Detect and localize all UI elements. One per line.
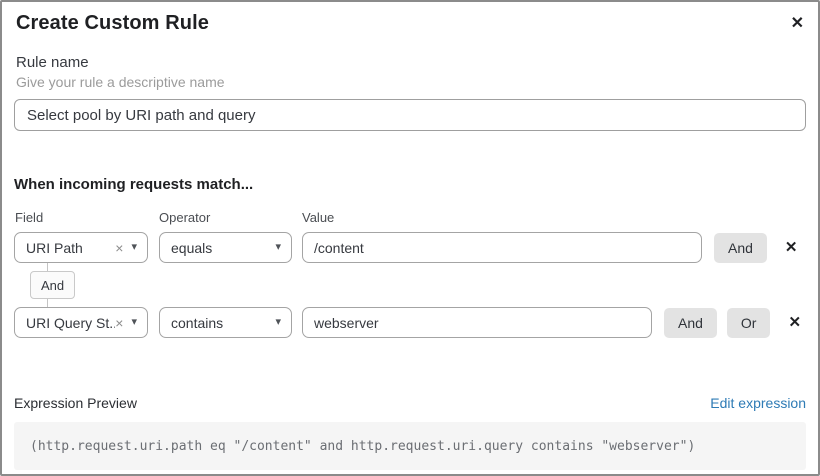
preview-header: Expression Preview Edit expression [14,395,806,411]
operator-select-row1[interactable]: equals ▾ [159,232,292,263]
chevron-down-icon: ▾ [131,316,137,328]
operator-select-row2[interactable]: contains ▾ [159,307,292,338]
field-column-label: Field [15,210,44,225]
and-connector: And [14,263,806,307]
field-select-row1-value: URI Path [26,239,83,256]
page-title: Create Custom Rule [16,12,209,34]
expression-preview-label: Expression Preview [14,395,137,411]
and-connector-badge: And [30,271,76,299]
rule-name-section: Rule name Give your rule a descriptive n… [14,54,806,131]
value-input-row1[interactable] [302,232,702,263]
expression-code-block: (http.request.uri.path eq "/content" and… [14,422,806,470]
rule-name-label: Rule name [16,54,89,71]
match-row-1: URI Path × ▾ equals ▾ And ✕ [14,232,806,263]
field-select-row1[interactable]: URI Path × ▾ [14,232,148,263]
chevron-down-icon: ▾ [131,241,137,253]
matcher-section: When incoming requests match... Field Op… [14,176,806,338]
field-select-row2[interactable]: URI Query St... × ▾ [14,307,148,338]
and-button-row1[interactable]: And [714,232,767,263]
operator-select-row2-value: contains [171,314,224,331]
clear-icon[interactable]: × [115,314,124,331]
match-heading: When incoming requests match... [14,176,254,193]
value-input-row2[interactable] [302,307,652,338]
column-labels: Field Operator Value [14,210,806,225]
expression-text: (http.request.uri.path eq "/content" and… [30,438,696,454]
expression-preview-section: Expression Preview Edit expression (http… [14,395,806,470]
match-row-2: URI Query St... × ▾ contains ▾ And Or ✕ [14,307,806,338]
chevron-down-icon: ▾ [275,241,281,253]
chevron-down-icon: ▾ [275,316,281,328]
rule-name-helper: Give your rule a descriptive name [16,74,225,90]
operator-select-row1-value: equals [171,239,213,256]
remove-row1-icon[interactable]: ✕ [784,239,798,256]
field-select-row2-value: URI Query St... [26,314,116,331]
and-button-row2[interactable]: And [664,307,717,338]
dialog-header: Create Custom Rule ✕ [14,12,806,35]
edit-expression-link[interactable]: Edit expression [710,395,806,411]
rule-name-input[interactable] [14,99,806,131]
value-column-label: Value [302,210,335,225]
operator-column-label: Operator [159,210,211,225]
clear-icon[interactable]: × [115,239,124,256]
close-icon[interactable]: ✕ [791,12,806,32]
or-button-row2[interactable]: Or [726,307,771,338]
remove-row2-icon[interactable]: ✕ [788,314,802,331]
